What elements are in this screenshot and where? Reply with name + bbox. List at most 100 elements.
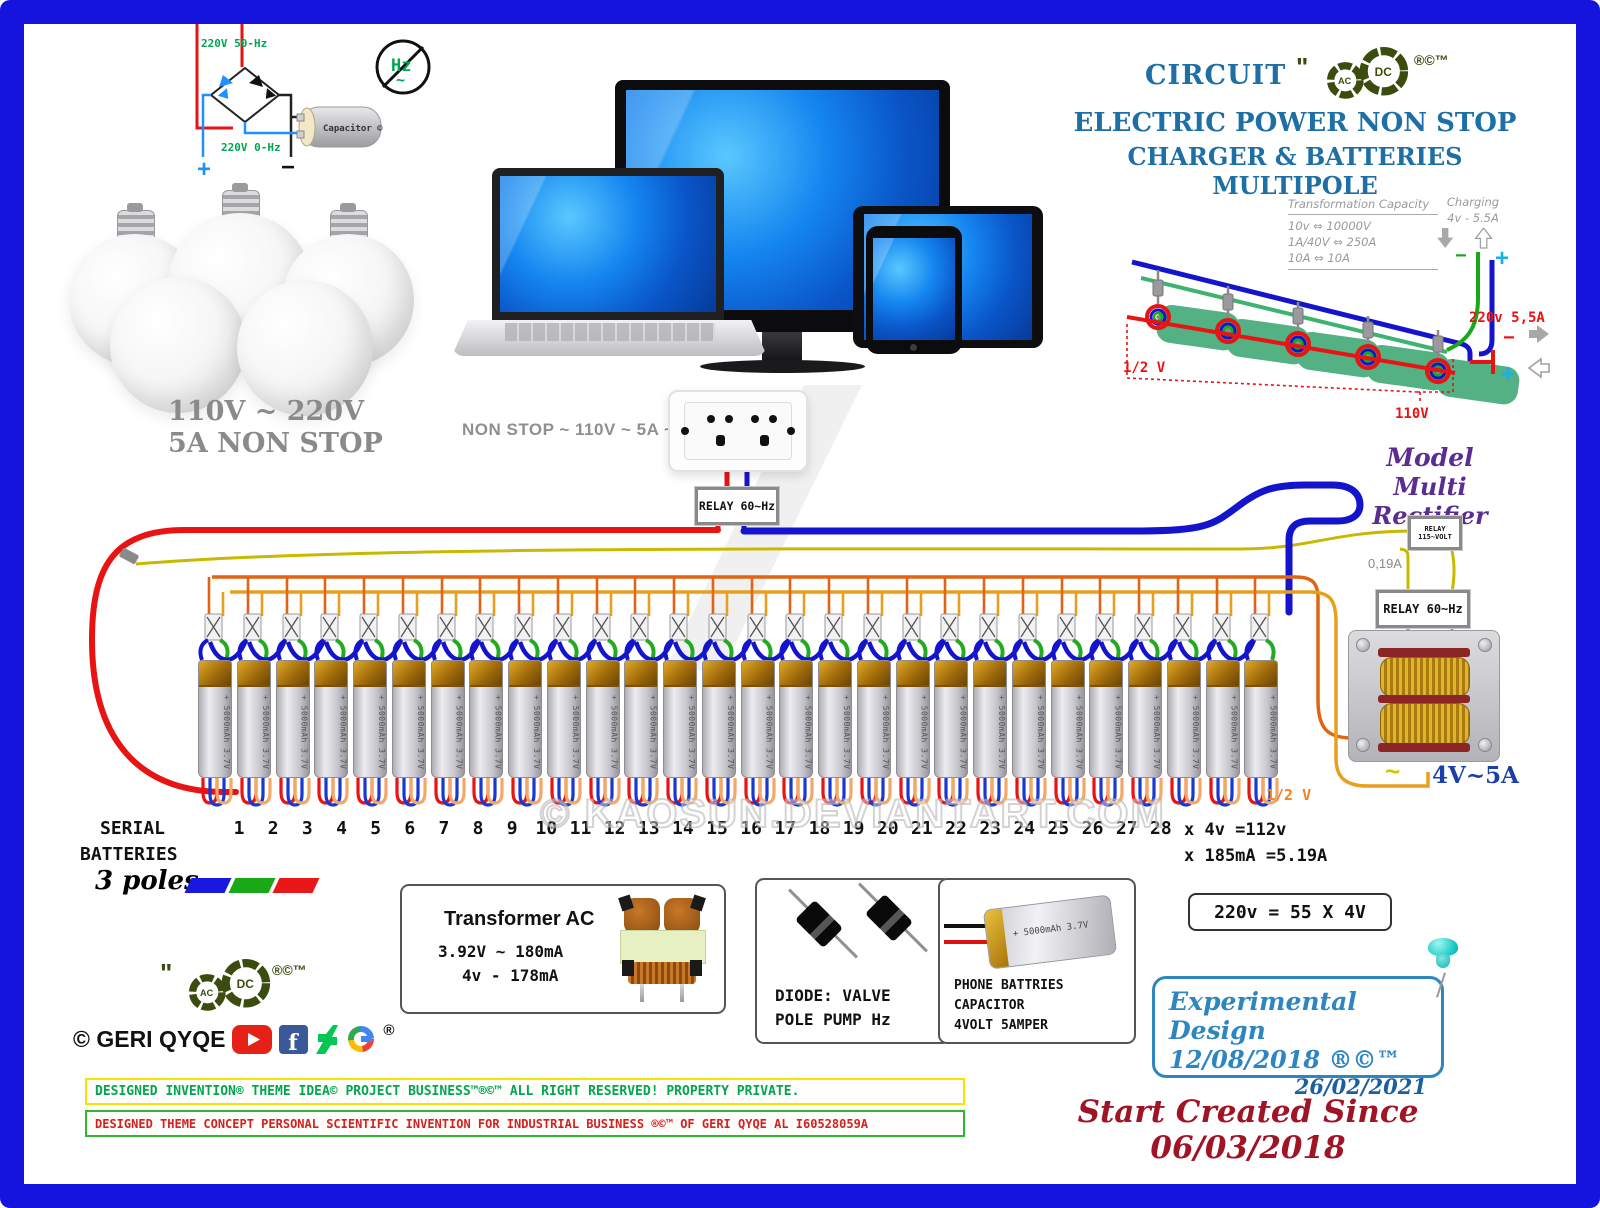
monitor-neck [762,332,802,362]
battery-serial-number: 15 [706,818,728,839]
diode-box: DIODE: VALVE POLE PUMP Hz [755,878,951,1044]
header-title-line1: ELECTRIC POWER NON STOP [1073,108,1517,138]
battery-cell-label: + 5000mAh 3.7V [1152,694,1161,770]
relay-60hz-center: RELAY 60~Hz [694,486,780,526]
battery-cap [896,661,929,687]
battery-bottom-wiring [1208,778,1241,807]
battery-cap [547,661,580,687]
battery-bottom-wiring [511,778,543,807]
acdc-infinity-logo: AC DC [1327,46,1409,99]
current-label: 0,19A [1368,556,1402,571]
laptop-keyboard [505,323,715,341]
deviantart-icon[interactable] [315,1024,339,1054]
battery-cell-label: + 5000mAh 3.7V [725,694,735,770]
socket-rating-label: NON STOP ~ 110V ~ 5A ~ 60Hz [462,420,722,439]
battery-serial-number: 20 [876,818,899,839]
bank-out-plus: + [1501,361,1515,388]
battery-cell-label: + 5000mAh 3.7V [1268,694,1278,770]
battery-pouch: + 5000mAh 3.7V [198,660,232,778]
transformer-ac-image [618,894,710,1002]
battery-cell: + 5000mAh 3.7V [545,560,597,810]
battery-top-wiring [469,577,520,662]
battery-pouch: + 5000mAh 3.7V [1205,660,1240,778]
battery-top-wiring [1050,577,1101,662]
credit-reg-mark: ® [383,1022,395,1039]
facebook-icon[interactable]: f [279,1024,309,1054]
battery-cap [1206,661,1239,687]
diode-line1: DIODE: VALVE [775,986,891,1005]
battery-cell: + 5000mAh 3.7V [855,560,907,810]
diode-line2: POLE PUMP Hz [775,1010,891,1029]
phone-line2: CAPACITOR [954,998,1025,1013]
phone-home-button [910,344,917,351]
transformation-capacity-block: Transformation Capacity 10v ⇔ 10000V 1A/… [1288,196,1438,270]
battery-pouch: + 5000mAh 3.7V [1050,660,1085,778]
logo-dc-label: DC [1375,65,1393,79]
phone-screen [873,238,955,340]
battery-top-wiring [198,577,249,662]
model-line1: Model [1386,443,1474,472]
battery-bottom-wiring [937,778,969,807]
battery-cell: + 5000mAh 3.7V [235,560,287,810]
battery-bottom-wiring [821,778,853,807]
battery-serial-number: 21 [911,818,933,839]
battery-pouch: + 5000mAh 3.7V [391,660,426,778]
bank-110v-label: 110V [1395,406,1429,422]
battery-top-wiring [934,577,985,662]
bulb-tip [232,183,248,192]
battery-serial-number: 24 [1013,818,1036,839]
battery-pouch: + 5000mAh 3.7V [624,660,659,778]
battery-cell: + 5000mAh 3.7V [1126,560,1179,810]
laptop-screen [500,176,716,312]
charging-arrows [1437,228,1493,249]
battery-top-wiring [857,577,907,662]
bank-220v-label: 220v 5,5A [1469,310,1545,326]
logo-ac-label: AC [1338,76,1352,86]
bank-out-minus: − [1503,327,1515,349]
battery-pouch: + 5000mAh 3.7V [353,660,387,778]
monitor-base [700,360,865,373]
battery-serial-number: 25 [1047,818,1070,839]
battery-cell-label: + 5000mAh 3.7V [1074,694,1084,770]
battery-serial-number: 14 [672,818,694,839]
stamp-line2: 12/08/2018 ®©™ [1169,1045,1401,1074]
battery-cap [935,661,968,687]
battery-serial-number: 11 [569,818,592,839]
battery-bottom-wiring [1092,778,1124,807]
svg-text:f: f [289,1030,300,1054]
battery-cell-label: + 5000mAh 3.7V [1190,694,1200,770]
capacity-row: 10v ⇔ 10000V [1288,219,1371,233]
battery-cap [664,661,696,687]
battery-top-wiring [430,577,481,662]
battery-cap [1167,661,1200,687]
battery-cap [315,661,348,687]
google-icon[interactable] [346,1024,376,1054]
battery-cell: + 5000mAh 3.7V [196,560,249,810]
battery-cap [509,661,541,687]
batteries-label: BATTERIES [80,844,178,865]
transformer-rating: 4V~5A [1432,762,1519,789]
battery-cell: + 5000mAh 3.7V [390,560,442,810]
battery-pouch: + 5000mAh 3.7V [275,660,310,778]
battery-top-wiring [1012,577,1062,662]
battery-cell-label: + 5000mAh 3.7V [648,694,658,770]
youtube-icon[interactable] [232,1024,273,1054]
battery-serial-number: 7 [438,818,450,839]
battery-cell: + 5000mAh 3.7V [816,560,869,810]
header-title-line2: CHARGER & BATTERIES MULTIPOLE [1127,142,1463,200]
battery-pouch: + 5000mAh 3.7V [469,660,504,778]
battery-cell-label: + 5000mAh 3.7V [493,694,503,770]
experimental-design-stamp: Experimental Design 12/08/2018 ®©™ 26/02… [1152,976,1444,1099]
battery-bottom-wiring [1170,778,1202,807]
bulb-tip [340,203,356,212]
battery-cell: + 5000mAh 3.7V [351,560,404,810]
battery-cap [702,661,735,687]
battery-cell-label: + 5000mAh 3.7V [997,694,1006,770]
battery-serial-number: 26 [1081,818,1104,839]
phone-battery-box: + 5000mAh 3.7V PHONE BATTRIES CAPACITOR … [938,878,1136,1044]
battery-bottom-wiring [550,778,582,807]
battery-bottom-wiring [705,778,737,807]
battery-cell-label: + 5000mAh 3.7V [1229,694,1239,770]
battery-serial-number: 4 [336,818,347,839]
